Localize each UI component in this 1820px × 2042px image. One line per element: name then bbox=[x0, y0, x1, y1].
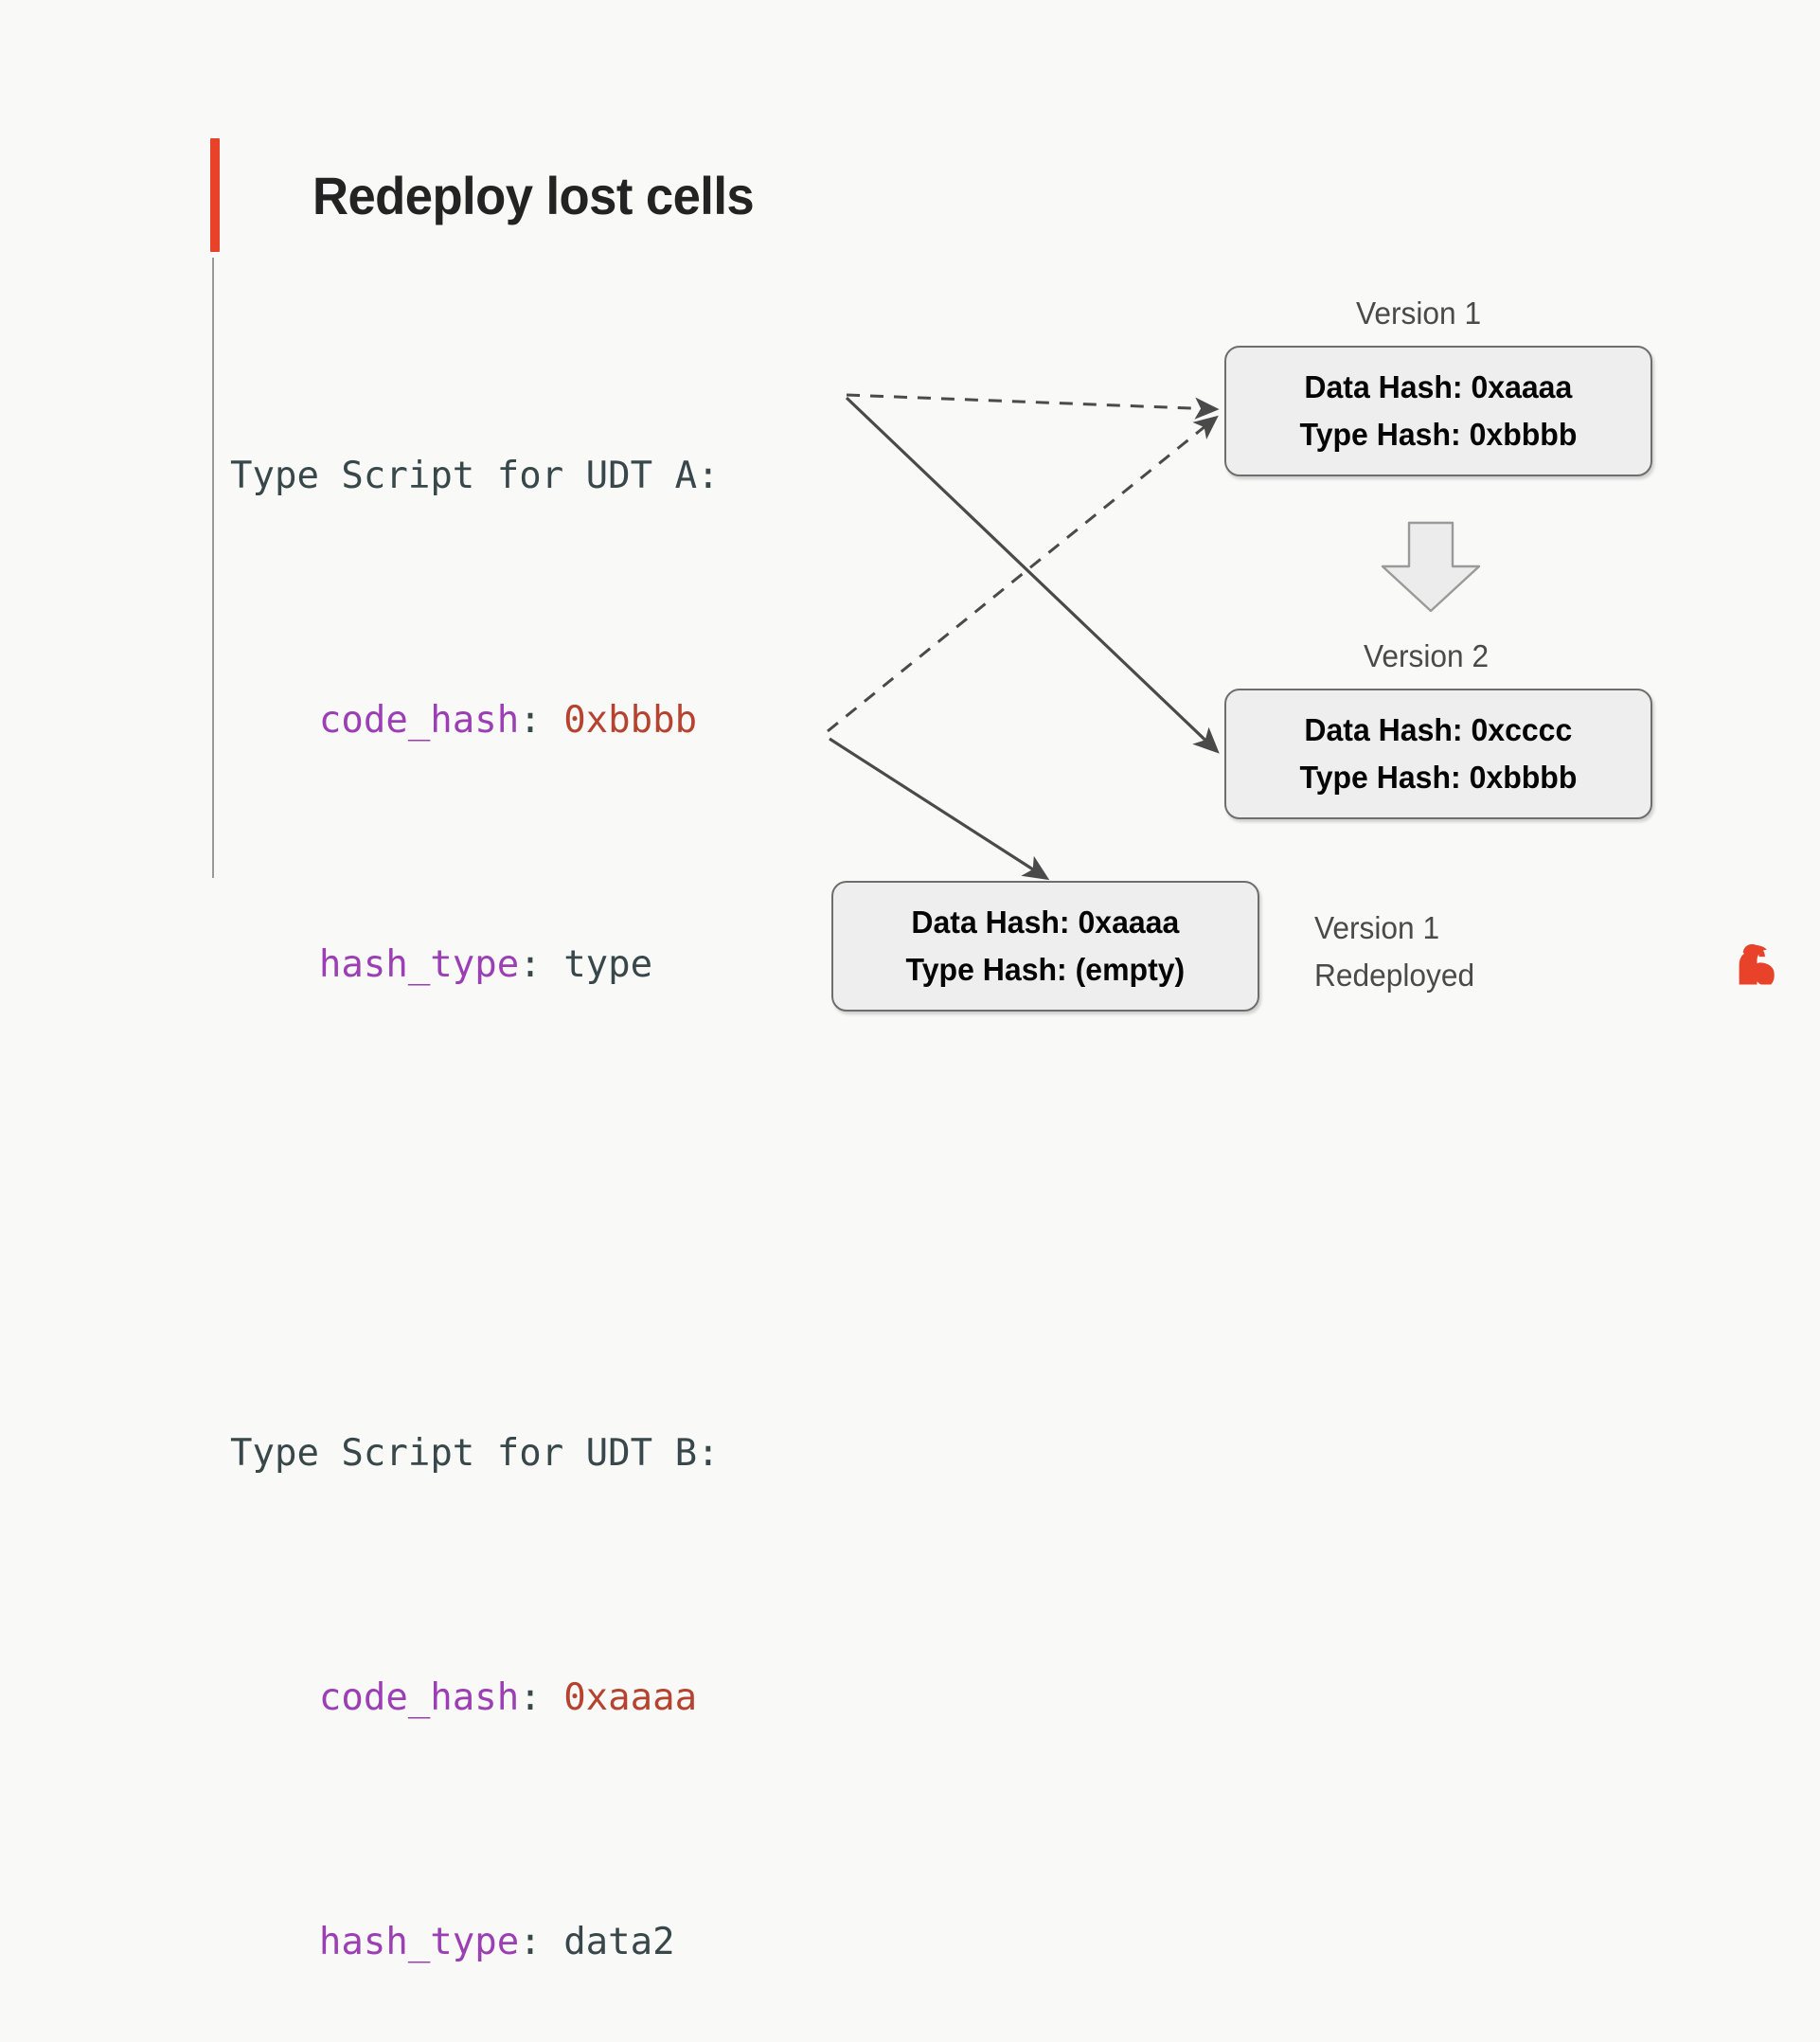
udt-a-hash-type-value: type bbox=[563, 943, 653, 986]
version2-type-hash: Type Hash: 0xbbbb bbox=[1299, 760, 1578, 795]
code-line-header-b: Type Script for UDT B: bbox=[230, 1413, 720, 1495]
udt-a-code-hash-value: 0xbbbb bbox=[563, 699, 698, 742]
udt-b-code-hash-sep: : bbox=[519, 1676, 564, 1719]
nervos-ckb-gorilla-logo bbox=[1739, 943, 1775, 985]
udt-a-hash-type-sep: : bbox=[519, 943, 564, 986]
cell-box-version2[interactable]: Data Hash: 0xcccc Type Hash: 0xbbbb bbox=[1224, 689, 1652, 819]
version1-type-hash: Type Hash: 0xbbbb bbox=[1299, 417, 1578, 452]
redeployed-label-line2: Redeployed bbox=[1314, 958, 1475, 993]
udt-b-code-hash-value: 0xaaaa bbox=[563, 1676, 698, 1719]
redeployed-data-hash: Data Hash: 0xaaaa bbox=[911, 905, 1180, 940]
code-blank-line bbox=[230, 1169, 720, 1250]
redeployed-type-hash: Type Hash: (empty) bbox=[905, 952, 1186, 987]
code-line-b-hash-type: hash_type: data2 bbox=[230, 1902, 720, 1983]
udt-a-header: Type Script for UDT A: bbox=[230, 455, 720, 497]
code-block: Type Script for UDT A: code_hash: 0xbbbb… bbox=[230, 273, 720, 2042]
code-line-header-a: Type Script for UDT A: bbox=[230, 436, 720, 517]
connector-aaaa-to-redeployed bbox=[829, 737, 1050, 881]
udt-b-hash-type-key: hash_type bbox=[318, 1921, 520, 1963]
code-block-rule bbox=[212, 258, 214, 878]
udt-b-code-hash-key: code_hash bbox=[318, 1676, 520, 1719]
code-line-b-code-hash: code_hash: 0xaaaa bbox=[230, 1657, 720, 1739]
version1-data-hash: Data Hash: 0xaaaa bbox=[1304, 369, 1573, 404]
udt-a-code-hash-sep: : bbox=[519, 699, 564, 742]
udt-b-header: Type Script for UDT B: bbox=[230, 1432, 720, 1475]
slide-title-group: Redeploy lost cells bbox=[210, 138, 782, 252]
version1-label: Version 1 bbox=[1356, 296, 1482, 331]
connector-bbbb-to-version2 bbox=[845, 396, 1220, 754]
code-line-a-code-hash: code_hash: 0xbbbb bbox=[230, 680, 720, 761]
udt-b-hash-type-sep: : bbox=[519, 1921, 564, 1963]
title-accent-bar bbox=[210, 138, 220, 252]
connector-aaaa-to-version1 bbox=[827, 415, 1219, 733]
version2-label: Version 2 bbox=[1364, 638, 1490, 673]
cell-box-redeployed[interactable]: Data Hash: 0xaaaa Type Hash: (empty) bbox=[831, 881, 1259, 1012]
udt-a-hash-type-key: hash_type bbox=[318, 943, 520, 986]
code-line-a-hash-type: hash_type: type bbox=[230, 924, 720, 1006]
redeployed-label-line1: Version 1 bbox=[1314, 910, 1440, 945]
slide-canvas: Redeploy lost cells Type Script for UDT … bbox=[210, 138, 1775, 1963]
version2-data-hash: Data Hash: 0xcccc bbox=[1304, 712, 1573, 747]
cell-box-version1[interactable]: Data Hash: 0xaaaa Type Hash: 0xbbbb bbox=[1224, 346, 1652, 476]
connector-bbbb-to-version1 bbox=[846, 393, 1220, 420]
udt-a-code-hash-key: code_hash bbox=[318, 699, 520, 742]
redeployed-label: Version 1 Redeployed bbox=[1314, 905, 1474, 999]
upgrade-down-arrow bbox=[1381, 521, 1481, 613]
udt-b-hash-type-value: data2 bbox=[563, 1921, 675, 1963]
page-title: Redeploy lost cells bbox=[312, 165, 755, 225]
